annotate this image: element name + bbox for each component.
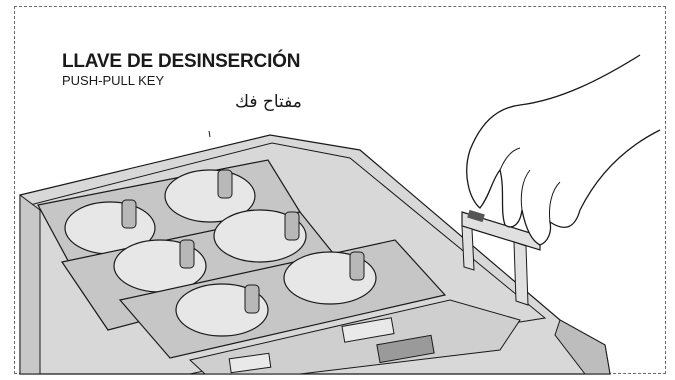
- lower-port-3: [228, 352, 272, 374]
- socket-1a-pin: [121, 199, 137, 229]
- device-front-left: [19, 194, 41, 375]
- socket-1b-pin: [217, 169, 233, 199]
- arabic-label: مفتاح فك: [235, 92, 302, 112]
- socket-2a-pin: [179, 239, 195, 269]
- hand-finger-lines: [499, 147, 561, 223]
- socket-3a-pin: [244, 284, 260, 314]
- key-prong-left: [461, 225, 475, 271]
- tick-mark: [208, 130, 211, 138]
- key-grip: [467, 209, 485, 223]
- title: LLAVE DE DESINSERCIÓN: [62, 51, 301, 72]
- lower-port-1: [341, 317, 395, 343]
- socket-2b-pin: [284, 211, 300, 241]
- key-prong-right: [513, 241, 529, 306]
- lower-port-2: [376, 334, 435, 364]
- hand-illustration: [466, 54, 661, 246]
- socket-module-3: [118, 239, 447, 359]
- push-pull-key: [461, 209, 541, 306]
- device-side-face: [554, 319, 611, 375]
- dashed-frame-right-edge: [665, 6, 667, 374]
- socket-2b: [213, 209, 307, 263]
- socket-module-1: [37, 159, 301, 269]
- subtitle: PUSH-PULL KEY: [62, 73, 165, 88]
- socket-3b-pin: [349, 251, 365, 281]
